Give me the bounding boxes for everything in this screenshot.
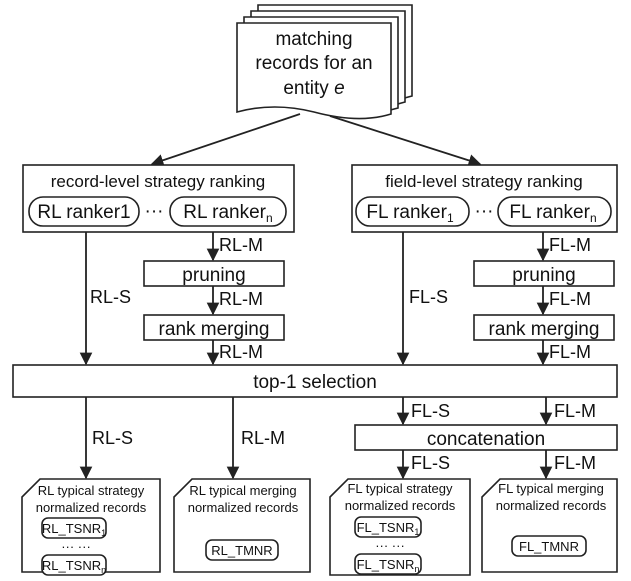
label-fl-s-2: FL-S	[411, 401, 450, 421]
fl-merging-line1: FL typical merging	[498, 481, 604, 496]
concatenation-box	[354, 424, 618, 451]
fl-strategy-line1: FL typical strategy	[347, 481, 453, 496]
label-rl-s-2: RL-S	[92, 428, 133, 448]
fl-tsnr1-tag	[354, 516, 422, 538]
input-doc-line2: records for an	[255, 53, 372, 74]
fl-strategy-dots: ··· ···	[375, 538, 405, 553]
fl-ranker1-label: FL ranker1	[366, 202, 454, 225]
rl-merging-line1: RL typical merging	[189, 483, 296, 498]
label-rl-m-3: RL-M	[219, 342, 263, 362]
rl-strategy-dots: ··· ···	[61, 539, 91, 554]
edge-input-to-record-level	[150, 113, 301, 167]
rl-tsnrn-tag	[41, 554, 107, 576]
rl-strategy-line1: RL typical strategy	[38, 483, 145, 498]
rl-tmnr-label: RL_TMNR	[211, 543, 272, 558]
input-doc-line3: entity e	[283, 78, 344, 99]
rl-rank-merging-box	[143, 314, 285, 341]
fl-rankern-pill	[497, 196, 612, 227]
fl-strategy-output-doc: FL typical strategy normalized records F…	[329, 478, 471, 576]
fl-rankern-label: FL rankern	[509, 202, 596, 225]
label-fl-s-1: FL-S	[409, 287, 448, 307]
input-doc-line1: matching	[275, 29, 352, 50]
concatenation-label: concatenation	[427, 429, 545, 450]
rl-tsnr1-label: RL_TSNR1	[42, 521, 106, 538]
fl-pruning-label: pruning	[512, 265, 575, 286]
input-document-stack: matching records for an entity e	[236, 4, 413, 120]
rl-pruning-label: pruning	[182, 265, 245, 286]
label-fl-m-2: FL-M	[549, 289, 591, 309]
label-rl-m-4: RL-M	[241, 428, 285, 448]
rl-rank-merging-label: rank merging	[159, 319, 270, 340]
rl-merging-output-doc: RL typical merging normalized records RL…	[173, 478, 311, 573]
label-fl-m-5: FL-M	[554, 453, 596, 473]
fl-rank-merging-box	[473, 314, 615, 341]
edge-input-to-field-level	[329, 115, 482, 167]
record-level-ranking-box: record-level strategy ranking RL ranker1…	[22, 164, 295, 233]
label-fl-m-4: FL-M	[554, 401, 596, 421]
rl-pruning-box	[143, 260, 285, 287]
fl-pruning-box	[473, 260, 615, 287]
fl-ranker-ellipsis: ···	[475, 201, 494, 222]
fl-rank-merging-label: rank merging	[489, 319, 600, 340]
label-fl-m-1: FL-M	[549, 235, 591, 255]
top1-selection-box	[12, 364, 618, 398]
rl-ranker1-label: RL ranker1	[37, 202, 130, 223]
fl-ranker1-pill	[355, 196, 470, 227]
rl-rankern-pill	[169, 196, 287, 227]
rl-tsnr1-tag	[41, 517, 107, 539]
rl-rankern-label: RL rankern	[183, 202, 272, 225]
record-level-title: record-level strategy ranking	[51, 172, 265, 191]
rl-strategy-line2: normalized records	[36, 500, 147, 515]
top1-selection-label: top-1 selection	[253, 372, 377, 393]
label-rl-m-1: RL-M	[219, 235, 263, 255]
label-fl-s-3: FL-S	[411, 453, 450, 473]
field-level-title: field-level strategy ranking	[385, 172, 582, 191]
rl-merging-line2: normalized records	[188, 500, 299, 515]
rl-ranker1-pill	[28, 196, 140, 227]
rl-ranker-ellipsis: ···	[145, 201, 164, 222]
label-rl-m-2: RL-M	[219, 289, 263, 309]
fl-merging-output-doc: FL typical merging normalized records FL…	[481, 478, 618, 573]
rl-tsnrn-label: RL_TSNRn	[42, 558, 106, 575]
rl-tmnr-tag	[205, 539, 279, 561]
fl-tsnrn-label: FL_TSNRn	[357, 557, 420, 574]
label-rl-s-1: RL-S	[90, 287, 131, 307]
fl-merging-line2: normalized records	[496, 498, 607, 513]
fl-tsnrn-tag	[354, 553, 422, 575]
fl-strategy-line2: normalized records	[345, 498, 456, 513]
fl-tmnr-tag	[511, 535, 587, 557]
label-fl-m-3: FL-M	[549, 342, 591, 362]
fl-tsnr1-label: FL_TSNR1	[357, 520, 420, 537]
rl-strategy-output-doc: RL typical strategy normalized records R…	[21, 478, 161, 576]
fl-tmnr-label: FL_TMNR	[519, 539, 579, 554]
field-level-ranking-box: field-level strategy ranking FL ranker1 …	[351, 164, 618, 233]
